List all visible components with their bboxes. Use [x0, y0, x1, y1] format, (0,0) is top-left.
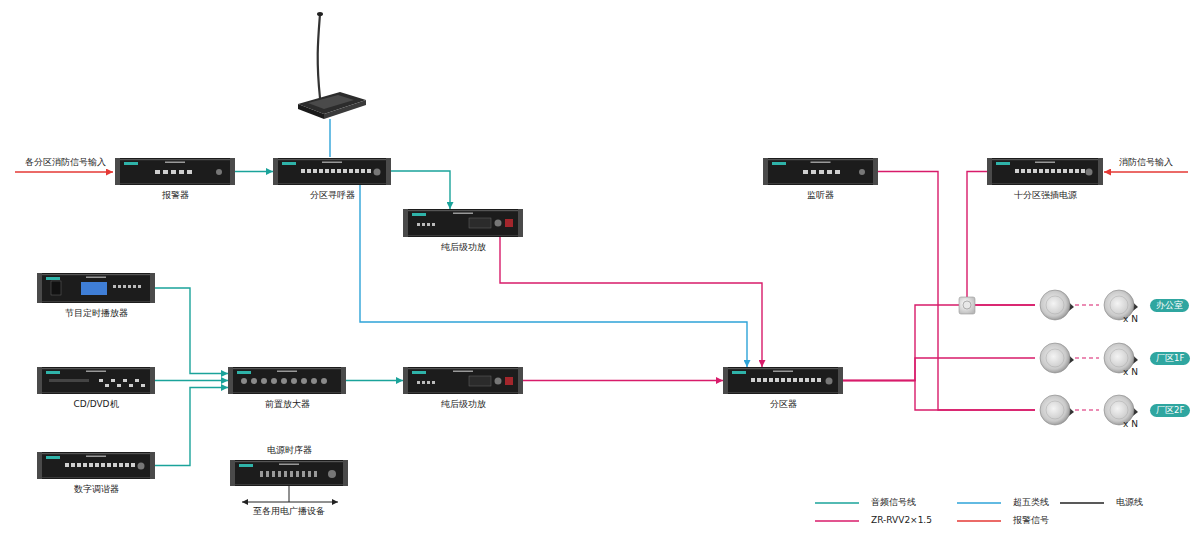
rack-device	[403, 209, 523, 237]
device-label: 纯后级功放	[441, 399, 486, 410]
device-unit: 分区寻呼器	[273, 158, 391, 185]
zone-name: 厂区2F	[1156, 405, 1184, 415]
signal-cable	[360, 185, 747, 367]
device-unit: 节目定时播放器	[37, 273, 155, 303]
device-label: 电源时序器	[267, 445, 312, 456]
rack-device	[37, 452, 155, 479]
zone-name: 办公室	[1156, 300, 1183, 310]
legend-line	[1060, 502, 1104, 503]
signal-cable	[500, 237, 762, 367]
legend-text: 报警信号	[1013, 515, 1049, 526]
signal-cable	[235, 171, 273, 172]
alarm-input-line	[15, 171, 113, 172]
legend-line	[815, 502, 859, 503]
legend-text: 音频信号线	[871, 497, 916, 508]
rack-device	[987, 158, 1103, 185]
zone-tag: 厂区1F	[1150, 352, 1190, 365]
speaker-group: x N	[1035, 388, 1140, 432]
speaker-group: x N	[1035, 336, 1140, 380]
power-output-arrow	[242, 486, 338, 502]
rack-device	[723, 367, 843, 394]
signal-cable	[843, 381, 1035, 411]
signal-cable	[843, 358, 1035, 381]
device-unit: 纯后级功放	[403, 367, 523, 394]
device-unit: CD/DVD机	[37, 367, 155, 394]
device-unit: 分区器	[723, 367, 843, 394]
legend-text: ZR-RVV2×1.5	[871, 515, 932, 526]
legend-line	[957, 520, 1001, 521]
rack-device	[230, 460, 348, 486]
device-label: 分区器	[770, 399, 797, 410]
signal-cable	[843, 305, 1035, 381]
device-unit: 电源时序器	[230, 460, 348, 486]
rack-device	[228, 367, 346, 394]
rack-device	[273, 158, 391, 185]
legend-line	[957, 502, 1001, 503]
zone-tag: 厂区2F	[1150, 404, 1190, 417]
signal-cable	[391, 171, 450, 209]
signal-cable	[523, 380, 723, 381]
signal-cable	[155, 388, 228, 466]
device-unit: 监听器	[763, 158, 878, 185]
signal-note: 各分区消防信号输入	[25, 157, 106, 168]
device-label: 十分区强插电源	[1014, 190, 1077, 201]
alarm-input-line	[1104, 171, 1188, 172]
quantity-label: x N	[1123, 367, 1138, 378]
device-label: 前置放大器	[265, 399, 310, 410]
zone-name: 厂区1F	[1156, 353, 1184, 363]
device-unit: 报警器	[115, 158, 235, 185]
device-unit: 纯后级功放	[403, 209, 523, 237]
signal-cable	[155, 380, 228, 381]
signal-cable	[155, 288, 228, 374]
legend-samples	[815, 503, 1104, 521]
device-label: CD/DVD机	[73, 399, 118, 410]
device-unit: 前置放大器	[228, 367, 346, 394]
device-label: 监听器	[807, 190, 834, 201]
legend-text: 电源线	[1116, 497, 1143, 508]
signal-cable	[346, 380, 403, 381]
speaker-group: x N	[1035, 283, 1140, 327]
signal-note: 消防信号输入	[1119, 157, 1173, 168]
device-label: 节目定时播放器	[65, 308, 128, 319]
device-label: 报警器	[162, 190, 189, 201]
rack-device	[37, 273, 155, 303]
rack-device	[115, 158, 235, 185]
rack-device	[37, 367, 155, 394]
rack-device	[403, 367, 523, 394]
device-unit: 十分区强插电源	[987, 158, 1103, 185]
signal-note: 至各用电广播设备	[253, 506, 325, 517]
zone-tag: 办公室	[1150, 299, 1189, 312]
quantity-label: x N	[1123, 419, 1138, 430]
paging-microphone	[298, 12, 366, 157]
quantity-label: x N	[1123, 314, 1138, 325]
legend-line	[815, 520, 859, 521]
device-label: 分区寻呼器	[310, 190, 355, 201]
device-label: 纯后级功放	[441, 242, 486, 253]
rack-device	[763, 158, 878, 185]
device-label: 数字调谐器	[74, 484, 119, 495]
signal-cable	[878, 172, 1035, 411]
legend-text: 超五类线	[1013, 497, 1049, 508]
device-unit: 数字调谐器	[37, 452, 155, 479]
volume-control	[959, 297, 975, 314]
connectors	[155, 171, 1035, 466]
